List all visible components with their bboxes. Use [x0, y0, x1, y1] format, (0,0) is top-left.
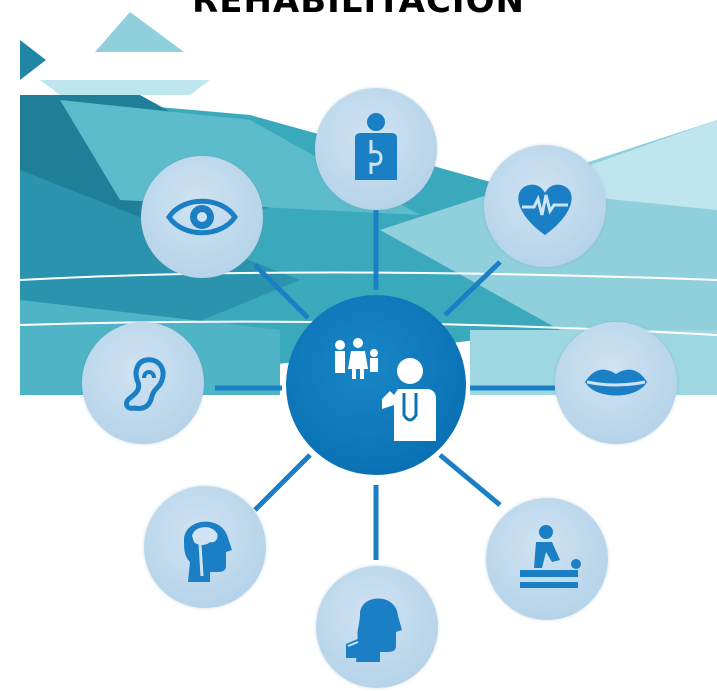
digestive-node	[315, 88, 437, 210]
head-brain-icon	[184, 521, 232, 582]
ear-icon	[124, 357, 166, 411]
lips-node	[555, 322, 677, 444]
digestive-body-icon	[355, 113, 397, 180]
eye-node	[141, 156, 263, 278]
massage-therapy-icon	[520, 525, 581, 588]
lips-icon	[585, 369, 647, 396]
brain-node	[144, 486, 266, 608]
eye-icon	[165, 198, 239, 236]
ear-node	[82, 322, 204, 444]
heart-node	[484, 145, 606, 267]
center-node	[286, 295, 466, 475]
heart-pulse-icon	[518, 184, 572, 235]
page-title: REHABILITACION	[192, 0, 525, 21]
face-node	[316, 566, 438, 688]
family-doctor-icon	[335, 338, 436, 441]
face-speech-icon	[346, 598, 402, 662]
massage-node	[486, 498, 608, 620]
